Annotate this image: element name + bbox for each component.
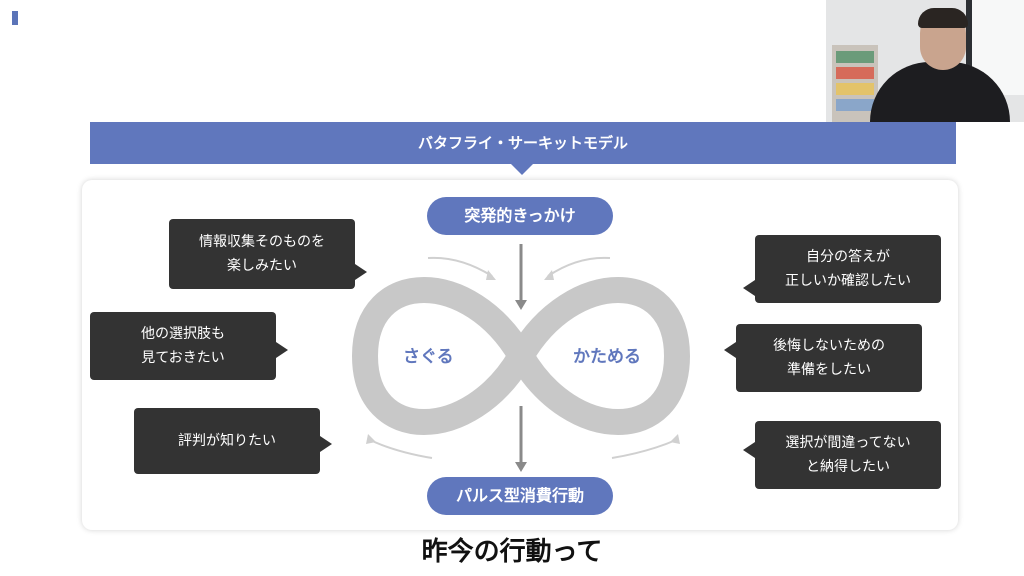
callout-text: 評判が知りたい bbox=[178, 433, 276, 449]
slide-marker bbox=[12, 11, 18, 25]
callout-right-3: 選択が間違ってない と納得したい bbox=[755, 421, 941, 489]
confirm-label: かためる bbox=[573, 347, 641, 367]
callout-left-2: 他の選択肢も 見ておきたい bbox=[90, 312, 276, 380]
webcam-shelf bbox=[832, 45, 878, 122]
banner-pointer bbox=[510, 163, 534, 175]
callout-text: 見ておきたい bbox=[141, 350, 225, 366]
callout-text: 楽しみたい bbox=[227, 258, 297, 274]
callout-tail bbox=[276, 342, 288, 358]
slide-title: バタフライ・サーキットモデル bbox=[417, 134, 628, 152]
callout-text: 後悔しないための bbox=[773, 338, 885, 354]
callout-tail bbox=[743, 280, 755, 296]
callout-text: 選択が間違ってない bbox=[785, 435, 911, 451]
callout-tail bbox=[355, 264, 367, 280]
callout-tail bbox=[320, 436, 332, 452]
callout-right-1: 自分の答えが 正しいか確認したい bbox=[755, 235, 941, 303]
subtitle-caption: 昨今の行動って bbox=[421, 537, 603, 567]
callout-tail bbox=[724, 342, 736, 358]
callout-text: 正しいか確認したい bbox=[785, 273, 911, 289]
slide-banner: バタフライ・サーキットモデル bbox=[90, 122, 956, 164]
trigger-pill: 突発的きっかけ bbox=[427, 197, 613, 235]
callout-text: 他の選択肢も bbox=[141, 326, 225, 342]
callout-tail bbox=[743, 442, 755, 458]
presenter-hair bbox=[918, 8, 968, 28]
callout-text: 準備をしたい bbox=[787, 362, 871, 378]
callout-text: 自分の答えが bbox=[806, 249, 890, 265]
callout-left-1: 情報収集そのものを 楽しみたい bbox=[169, 219, 355, 289]
webcam-video bbox=[826, 0, 1024, 122]
callout-right-2: 後悔しないための 準備をしたい bbox=[736, 324, 922, 392]
explore-label: さぐる bbox=[403, 347, 454, 367]
callout-left-3: 評判が知りたい bbox=[134, 408, 320, 474]
pulse-consumption-pill: パルス型消費行動 bbox=[427, 477, 613, 515]
callout-text: 情報収集そのものを bbox=[199, 234, 325, 250]
callout-text: と納得したい bbox=[806, 459, 890, 475]
